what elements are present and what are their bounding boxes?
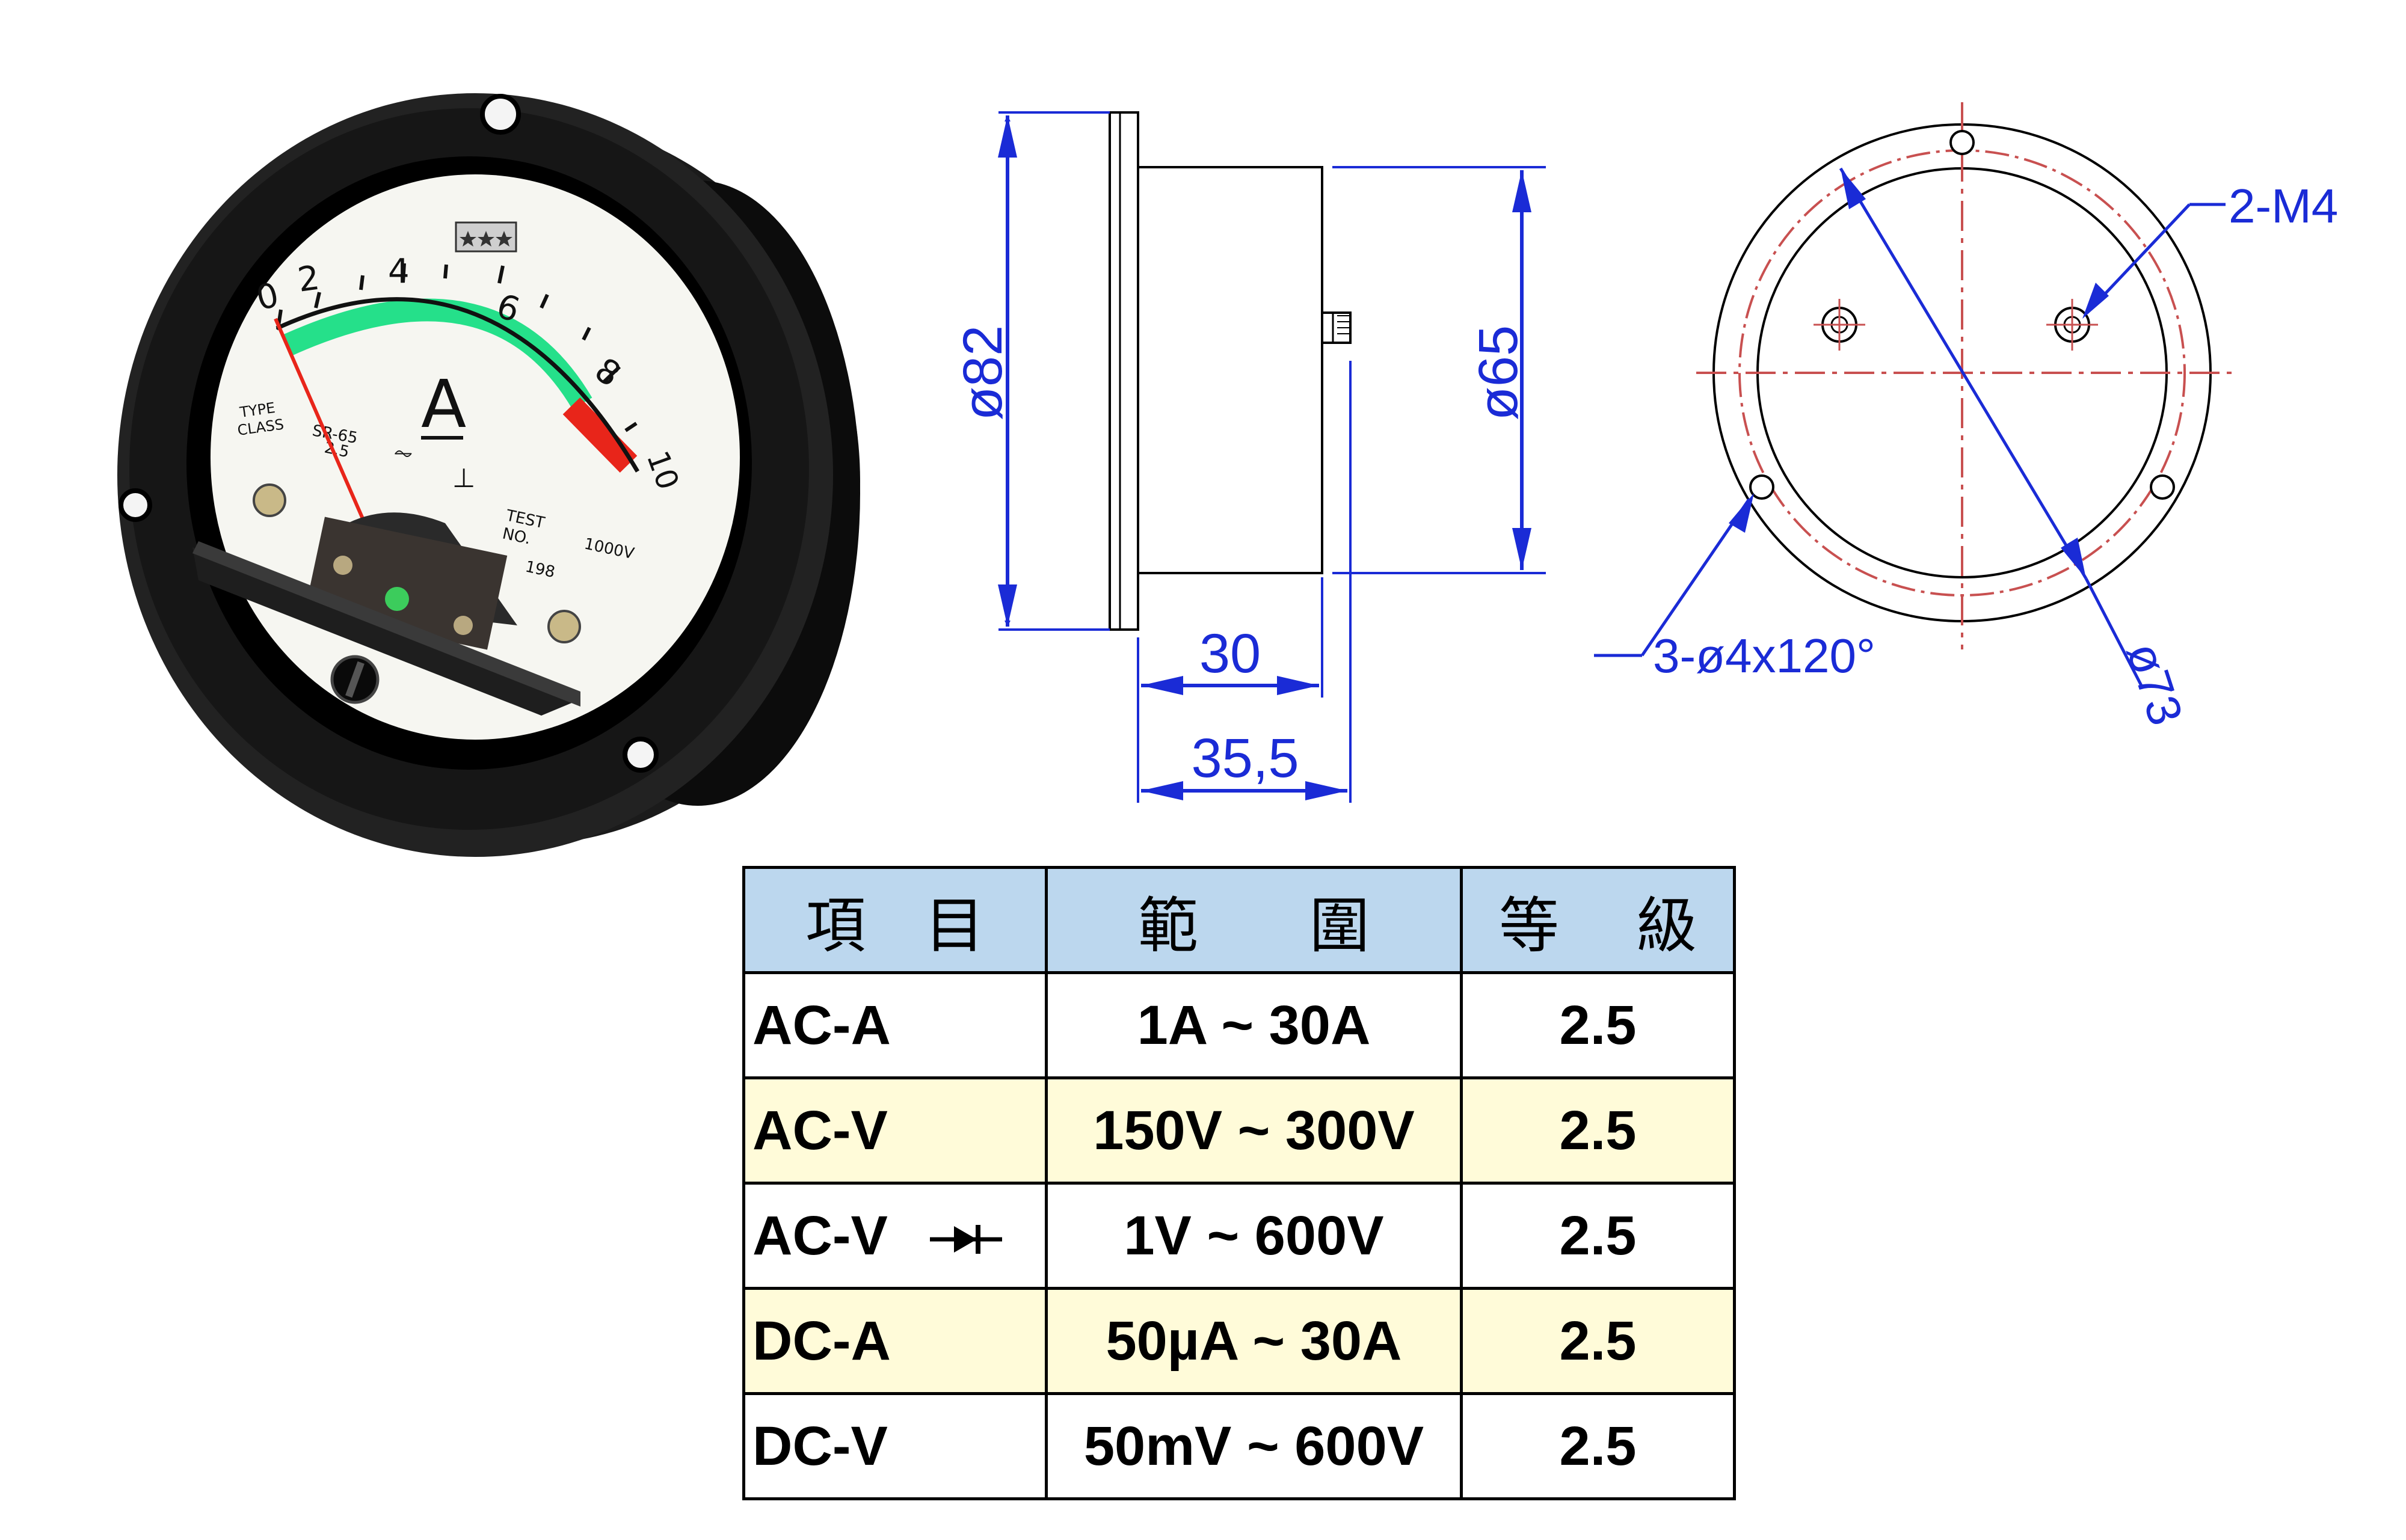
row-item: DC-V xyxy=(742,1392,1048,1500)
scale-arc xyxy=(275,297,640,473)
vertical-position-icon: ⊥ xyxy=(452,463,475,494)
row-item: DC-A xyxy=(742,1287,1048,1395)
header-grade: 等級 xyxy=(1460,866,1736,974)
mount-hole-leader-line xyxy=(1640,498,1751,657)
row-range: 1A ~ 30A xyxy=(1045,971,1463,1079)
unit-symbol: A xyxy=(421,366,466,443)
mount-hole-left xyxy=(118,488,152,522)
panel-meter-photo: 0 2 4 6 8 10 A TYPE CLASS SR-65 2.5 ⏦ ⊥ … xyxy=(117,93,860,857)
terminal-screw-right xyxy=(547,610,581,643)
scale-label-4: 4 xyxy=(388,252,410,291)
row-item: AC-V xyxy=(752,1204,888,1266)
side-body xyxy=(1137,166,1323,574)
header-range: 範圍 xyxy=(1045,866,1463,974)
row-item-cell: AC-V xyxy=(742,1182,1048,1290)
pitch-diameter-label: ø73 xyxy=(2117,636,2193,732)
body-diameter-label: ø65 xyxy=(1468,325,1529,421)
row-range: 1V ~ 600V xyxy=(1045,1182,1463,1290)
table-row: AC-V 1V ~ 600V 2.5 xyxy=(742,1182,1736,1290)
row-grade: 2.5 xyxy=(1460,1182,1736,1290)
side-flange xyxy=(1109,111,1139,631)
table-row: DC-A 50µA ~ 30A 2.5 xyxy=(742,1287,1736,1395)
table-row: DC-V 50mV ~ 600V 2.5 xyxy=(742,1392,1736,1500)
body-depth-label: 30 xyxy=(1199,623,1261,684)
terminal-screw-left xyxy=(253,483,286,517)
spec-table: 項目 範圍 等級 AC-A 1A ~ 30A 2.5 AC-V 150V ~ 3… xyxy=(742,866,1736,1500)
total-depth-label: 35,5 xyxy=(1191,728,1299,789)
terminal-left xyxy=(1814,299,1865,351)
row-grade: 2.5 xyxy=(1460,1287,1736,1395)
flange-diameter-label: ø82 xyxy=(952,325,1014,421)
mount-hole-2 xyxy=(1749,474,1774,500)
row-item: AC-A xyxy=(742,971,1048,1079)
front-view-drawing: 2-M4 ø73 3-ø4x120° xyxy=(1594,102,2338,731)
mount-hole-1 xyxy=(1949,130,1975,155)
row-item: AC-V xyxy=(742,1076,1048,1185)
side-view-drawing: ø82 ø65 30 35,5 xyxy=(952,111,1546,803)
screw-label: 2-M4 xyxy=(2229,179,2338,233)
table-header-row: 項目 範圍 等級 xyxy=(742,866,1736,974)
mount-hole-top xyxy=(480,94,521,135)
row-range: 150V ~ 300V xyxy=(1045,1076,1463,1185)
mount-hole-3 xyxy=(2150,474,2175,500)
row-grade: 2.5 xyxy=(1460,1392,1736,1500)
mount-holes-label: 3-ø4x120° xyxy=(1653,629,1875,683)
zero-adjust-screw xyxy=(385,587,409,611)
row-range: 50mV ~ 600V xyxy=(1045,1392,1463,1500)
table-row: AC-V 150V ~ 300V 2.5 xyxy=(742,1076,1736,1185)
row-range: 50µA ~ 30A xyxy=(1045,1287,1463,1395)
brand-logo xyxy=(455,221,517,253)
meter-needle xyxy=(274,318,372,536)
scale-red-band xyxy=(562,397,638,473)
row-grade: 2.5 xyxy=(1460,1076,1736,1185)
diode-rectifier-icon xyxy=(929,1225,1002,1254)
pitch-diameter-line xyxy=(1839,167,2088,580)
row-grade: 2.5 xyxy=(1460,971,1736,1079)
header-item: 項目 xyxy=(742,866,1048,974)
terminal-right xyxy=(2046,299,2098,351)
ac-symbol-icon: ⏦ xyxy=(393,439,413,467)
mount-hole-bottom xyxy=(623,737,659,773)
table-row: AC-A 1A ~ 30A 2.5 xyxy=(742,971,1736,1079)
